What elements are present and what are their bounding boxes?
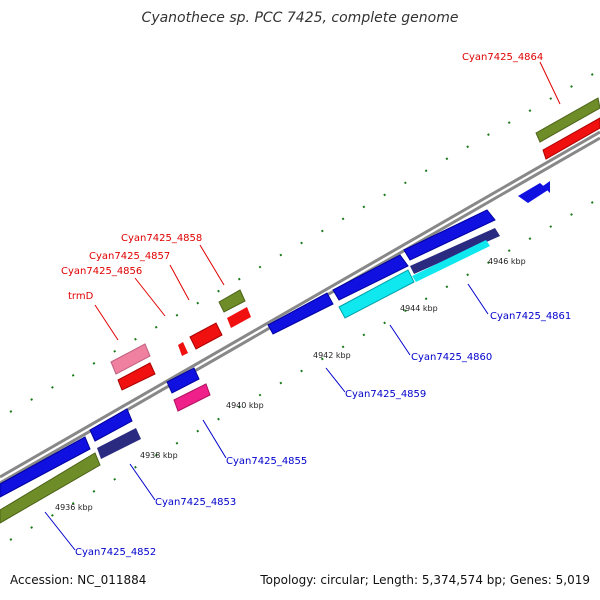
tick-4938: 4938 kbp	[140, 451, 178, 460]
label-trmD: trmD	[68, 291, 94, 302]
gene-Cyan7425_4861[interactable]	[403, 209, 496, 261]
gene-Cyan7425_4855-magenta[interactable]	[173, 383, 211, 412]
gene-small-forward[interactable]	[518, 183, 548, 203]
gene-Cyan7425_4860[interactable]	[332, 254, 409, 301]
gene-labels: Cyan7425_4864 Cyan7425_4858 Cyan7425_485…	[61, 52, 571, 558]
label-Cyan7425_4853: Cyan7425_4853	[155, 497, 236, 508]
gene-Cyan7425_4857[interactable]	[189, 322, 223, 350]
genome-summary: Topology: circular; Length: 5,374,574 bp…	[260, 573, 590, 587]
label-Cyan7425_4861: Cyan7425_4861	[490, 311, 571, 322]
position-ticks: 4936 kbp 4938 kbp 4940 kbp 4942 kbp 4944…	[55, 257, 526, 512]
gene-Cyan7425_4852-olive[interactable]	[0, 452, 101, 524]
gene-small-arrow[interactable]	[543, 181, 550, 193]
label-Cyan7425_4855: Cyan7425_4855	[226, 456, 307, 467]
gene-Cyan7425_4859[interactable]	[267, 292, 334, 335]
gene-trmD[interactable]	[110, 343, 151, 375]
genes	[0, 97, 600, 524]
gene-Cyan7425_4853-dark[interactable]	[97, 428, 141, 459]
gene-Cyan7425_4858-red[interactable]	[227, 307, 251, 328]
map-title: Cyanothece sp. PCC 7425, complete genome	[141, 10, 459, 26]
gene-Cyan7425_4856[interactable]	[178, 342, 188, 356]
tick-4940: 4940 kbp	[226, 401, 264, 410]
label-Cyan7425_4852: Cyan7425_4852	[75, 547, 156, 558]
label-Cyan7425_4860: Cyan7425_4860	[411, 352, 492, 363]
gene-Cyan7425_4864[interactable]	[535, 97, 600, 143]
gene-Cyan7425_4860-cyan[interactable]	[338, 269, 415, 319]
gene-Cyan7425_4858[interactable]	[218, 289, 246, 313]
gene-Cyan7425_4861-cyan[interactable]	[412, 240, 490, 282]
gene-Cyan7425_4855[interactable]	[166, 367, 200, 394]
gene-Cyan7425_4861-dark[interactable]	[410, 228, 500, 274]
gene-Cyan7425_4853[interactable]	[89, 408, 133, 442]
gene-Cyan7425_4852[interactable]	[0, 436, 91, 498]
leader-lines	[44, 61, 561, 551]
label-Cyan7425_4856: Cyan7425_4856	[61, 266, 142, 277]
label-Cyan7425_4859: Cyan7425_4859	[345, 389, 426, 400]
label-Cyan7425_4864: Cyan7425_4864	[462, 52, 543, 63]
label-Cyan7425_4858: Cyan7425_4858	[121, 233, 202, 244]
gene-cds-Cyan7425_4864[interactable]	[542, 117, 600, 160]
accession-text: Accession: NC_011884	[10, 573, 147, 587]
tick-4936: 4936 kbp	[55, 503, 93, 512]
tick-4946: 4946 kbp	[488, 257, 526, 266]
label-Cyan7425_4857: Cyan7425_4857	[89, 251, 170, 262]
tick-4944: 4944 kbp	[400, 304, 438, 313]
gene-trmD-red[interactable]	[117, 362, 156, 391]
tick-4942: 4942 kbp	[313, 351, 351, 360]
